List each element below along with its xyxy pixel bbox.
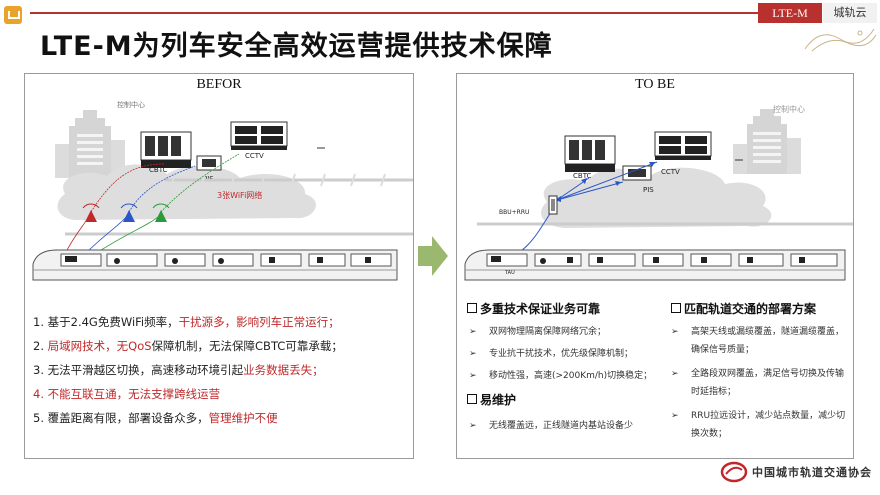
tobe-diagram: 控制中心 CBTC PIS CCTV (464, 104, 853, 281)
section-maintenance-title: 易维护 (467, 391, 516, 408)
bbu-rru-label: BBU+RRU (499, 209, 529, 216)
tobe-train-icon (464, 249, 846, 281)
tobe-panel: TO BE 控制中心 CBTC (456, 73, 854, 459)
association-logo-icon (720, 461, 748, 483)
section-checkbox-icon (467, 303, 477, 313)
section-reliability-title: 多重技术保证业务可靠 (467, 300, 600, 317)
reliability-item: ➢双网物理隔离保障网络冗余； (469, 327, 607, 337)
before-cbtc-label: CBTC (149, 166, 168, 174)
before-item: 2. 局域网技术，无QoS保障机制，无法保障CBTC可靠承载； (33, 339, 343, 353)
app-logo (4, 6, 22, 24)
before-cbtc-server-icon (140, 131, 192, 168)
header-divider (30, 12, 758, 14)
page-title: LTE-M为列车安全高效运营提供技术保障 (40, 31, 553, 62)
wifi-ap-red-icon (82, 203, 100, 222)
tobe-title: TO BE (635, 77, 675, 92)
before-item: 1. 基于2.4G免费WiFi频率，干扰源多，影响列车正常运行； (33, 315, 340, 329)
tobe-control-center-building-icon (733, 109, 801, 174)
section-deployment-title: 匹配轨道交通的部署方案 (671, 300, 816, 317)
tau-label: TAU (504, 270, 515, 276)
railway-track (65, 178, 413, 236)
wifi-link-blue (128, 165, 196, 213)
before-diagram: 控制中心 CBTC PIS CCTV (32, 100, 413, 281)
before-item: 5. 覆盖距离有限，部署设备众多，管理维护不便 (33, 411, 278, 425)
transition-arrow-icon (418, 236, 448, 276)
wifi-link-red (90, 163, 166, 213)
reliability-item: ➢移动性强，高速(>200Km/h)切换稳定； (469, 371, 653, 381)
tag-lte-m[interactable]: LTE-M (758, 3, 822, 23)
before-title: BEFOR (196, 77, 242, 92)
tobe-pis-label: PIS (643, 186, 654, 194)
tobe-control-center-label: 控制中心 (773, 104, 805, 114)
tag-city-rail-cloud[interactable]: 城轨云 (823, 3, 877, 23)
tobe-cloud-icon (541, 167, 772, 228)
before-pis-screen-icon (196, 155, 222, 171)
tobe-cctv-monitor-icon (654, 131, 712, 160)
before-train-icon (32, 249, 398, 281)
tobe-pis-screen-icon (622, 165, 652, 181)
footer-org-name: 中国城市轨道交通协会 (752, 466, 872, 479)
wifi-ap-green-icon (152, 203, 170, 222)
wifi-network-note: 3张WiFi网络 (217, 190, 262, 200)
deployment-item: ➢全路段双网覆盖，满足信号切换及传输时延指标； (671, 369, 845, 397)
before-problem-list: 1. 基于2.4G免费WiFi频率，干扰源多，影响列车正常运行； 2. 局域网技… (33, 310, 409, 430)
bbu-rru-unit-icon (548, 195, 558, 215)
tobe-cctv-label: CCTV (661, 168, 680, 176)
before-item: 3. 无法平滑越区切换，高速移动环境引起业务数据丢失； (33, 363, 324, 377)
section-checkbox-icon (671, 303, 681, 313)
tobe-cbtc-label: CBTC (573, 172, 592, 180)
before-control-center-label: 控制中心 (117, 100, 145, 109)
control-center-building-icon (55, 110, 125, 178)
tobe-cbtc-server-icon (564, 135, 616, 172)
maintenance-item: ➢无线覆盖远，正线隧道内基站设备少 (469, 421, 634, 431)
wifi-link-green (160, 153, 240, 213)
section-checkbox-icon (467, 394, 477, 404)
decorative-ornament-icon (804, 28, 877, 52)
before-cctv-monitor-icon (230, 121, 288, 150)
deployment-item: ➢高架天线或漏缆覆盖，隧道漏缆覆盖，确保信号质量； (671, 327, 845, 355)
reliability-item: ➢专业抗干扰技术，优先级保障机制； (469, 349, 634, 359)
before-item: 4. 不能互联互通，无法支撑跨线运营 (33, 387, 221, 401)
wifi-ap-blue-icon (120, 203, 138, 222)
deployment-item: ➢RRU拉远设计，减少站点数量，减少切换次数； (671, 411, 846, 439)
before-panel: BEFOR 控制中心 CBTC (24, 73, 414, 459)
before-cctv-label: CCTV (245, 152, 264, 160)
